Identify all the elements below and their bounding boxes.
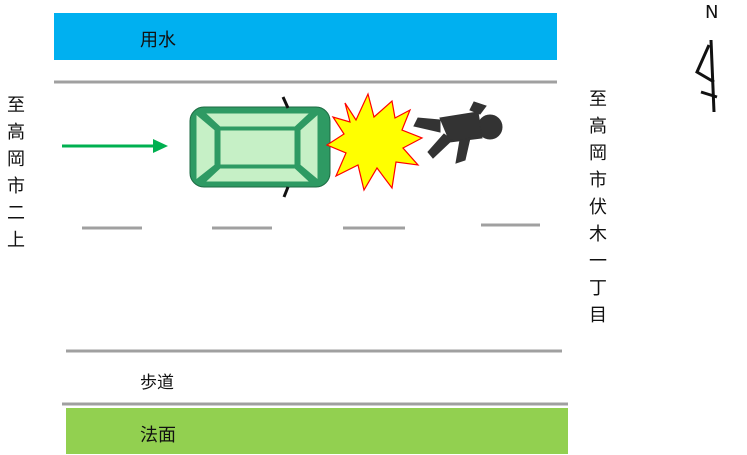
sidewalk-label: 歩道: [140, 373, 174, 393]
north-label: N: [705, 2, 719, 23]
fallen-pedestrian-icon: [413, 101, 503, 164]
direction-arrow-icon: [62, 139, 168, 153]
center-lane-line: [82, 223, 540, 230]
impact-burst-icon: [325, 92, 424, 192]
north-arrow-icon: [695, 39, 718, 113]
canal-band: [54, 13, 557, 60]
direction-left-label: 至高岡市二上: [7, 95, 25, 251]
slope-label: 法面: [140, 425, 176, 446]
slope-band: [66, 408, 568, 454]
car-icon: [189, 96, 331, 198]
canal-label: 用水: [140, 30, 176, 51]
direction-right-label: 至高岡市伏木一丁目: [589, 89, 607, 326]
